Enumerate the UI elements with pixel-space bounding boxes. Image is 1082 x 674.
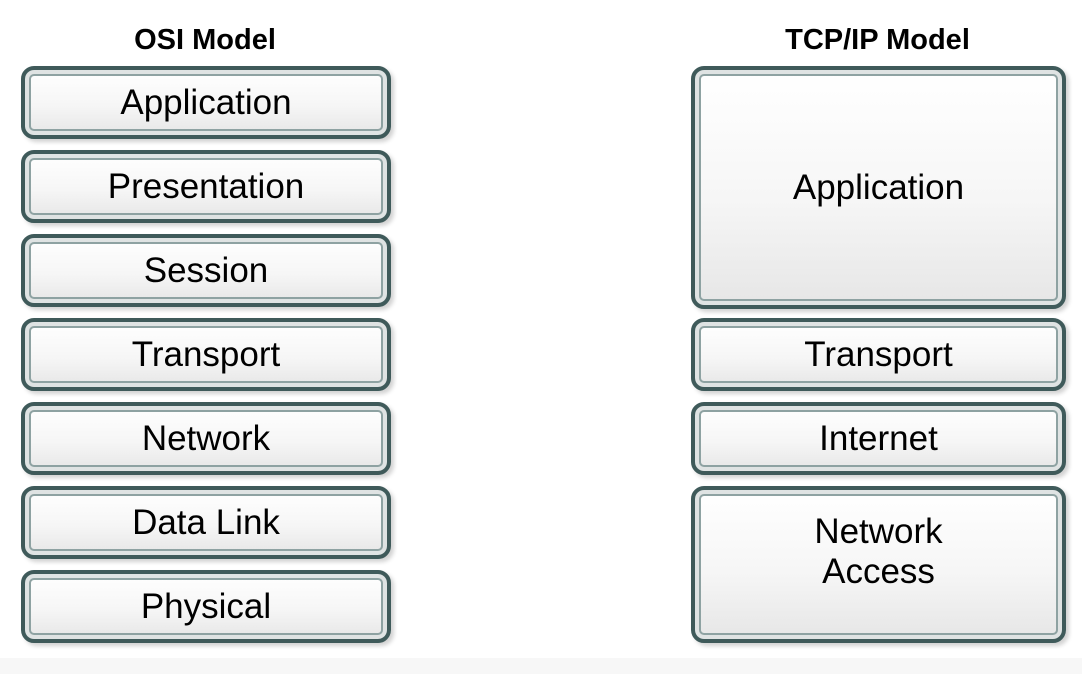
tcpip-layer-network-access: Network Access — [691, 486, 1066, 643]
osi-layer-physical: Physical — [21, 570, 391, 643]
osi-layer-transport: Transport — [21, 318, 391, 391]
osi-layer-session: Session — [21, 234, 391, 307]
tcpip-layer-application: Application — [691, 66, 1066, 309]
tcpip-layer-transport: Transport — [691, 318, 1066, 391]
tcpip-model-title: TCP/IP Model — [785, 24, 970, 56]
osi-layer-presentation: Presentation — [21, 150, 391, 223]
tcpip-layer-internet: Internet — [691, 402, 1066, 475]
osi-layer-network: Network — [21, 402, 391, 475]
osi-model-title: OSI Model — [134, 24, 276, 56]
osi-layer-application: Application — [21, 66, 391, 139]
osi-layer-data-link: Data Link — [21, 486, 391, 559]
bottom-band — [0, 658, 1082, 674]
